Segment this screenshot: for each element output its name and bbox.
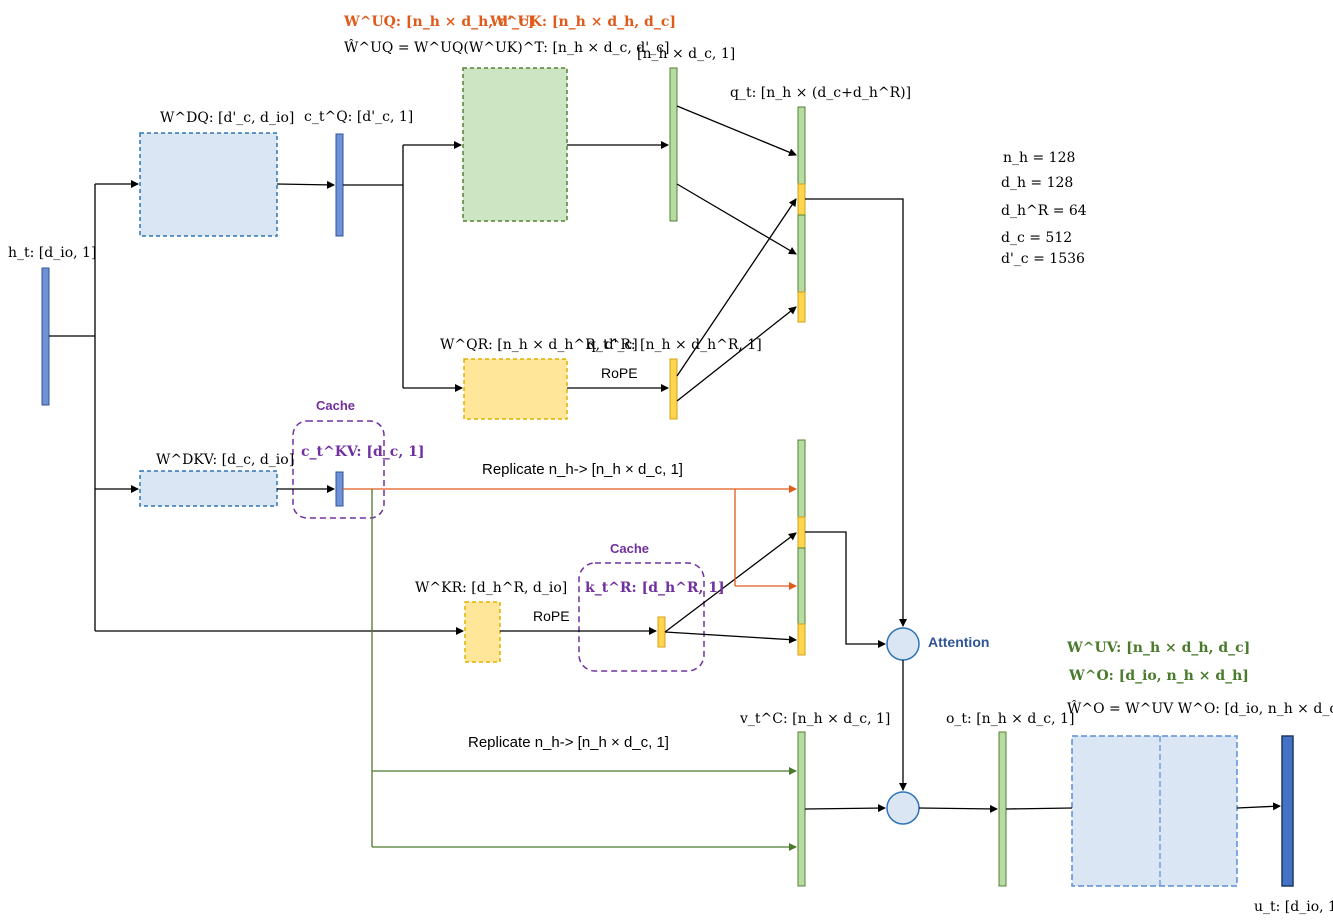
ctkv-label: c_t^KV: [d_c, 1] (301, 444, 424, 460)
wdkv-label: W^DKV: [d_c, d_io] (156, 452, 294, 468)
ktr-vector (657, 616, 666, 648)
black-connectors (49, 105, 1281, 813)
wdq-matrix (139, 132, 278, 237)
attention-label: Attention (928, 634, 989, 650)
wuq-formula: W^UQ: [n_h × d_h, d'_c] (343, 14, 534, 30)
wqr-label: W^QR: [n_h × d_h^R, d'_c] (440, 337, 638, 353)
ut-label: u_t: [d_io, 1] (1254, 899, 1333, 915)
wuk-formula: W^UK: [n_h × d_h, d_c] (489, 14, 676, 30)
cache-kr-title: Cache (610, 541, 649, 556)
replicate-v-label: Replicate n_h-> [n_h × d_c, 1] (468, 734, 669, 751)
nh-dc-label: [n_h × d_c, 1] (637, 46, 735, 62)
replicate-k-label: Replicate n_h-> [n_h × d_c, 1] (482, 461, 683, 478)
ctq-vector (335, 133, 344, 237)
wkr-label: W^KR: [d_h^R, d_io] (415, 580, 567, 596)
wo-label: W^O: [d_io, n_h × d_h] (1068, 668, 1249, 684)
cache-kr-box (578, 562, 705, 672)
param-dcp: d'_c = 1536 (1001, 251, 1085, 267)
ctkv-vector (335, 471, 344, 507)
qtr-label: q_t^R: [n_h × d_h^R, 1] (587, 337, 762, 353)
wuv-label: W^UV: [n_h × d_h, d_c] (1066, 640, 1250, 656)
qt-green-1 (797, 106, 806, 185)
param-dhr: d_h^R = 64 (1001, 203, 1087, 219)
ktr-label: k_t^R: [d_h^R, 1] (585, 580, 725, 596)
output-node (886, 791, 920, 825)
ut-vector (1281, 735, 1294, 887)
wdkv-matrix (139, 470, 278, 507)
wuq-hat-formula: Ŵ^UQ = W^UQ(W^UK)^T: [n_h × d_c, d'_c] (344, 38, 669, 56)
wdq-label: W^DQ: [d'_c, d_io] (160, 110, 294, 126)
ht-label: h_t: [d_io, 1] (8, 245, 96, 261)
cache-kv-title: Cache (316, 398, 355, 413)
rope-k-label: RoPE (533, 608, 570, 624)
green-connectors (371, 489, 797, 851)
wqr-matrix (463, 358, 568, 420)
ot-label: o_t: [n_h × d_c, 1] (946, 711, 1074, 727)
param-nh: n_h = 128 (1003, 150, 1075, 166)
wo-hat-label: Ŵ^O = W^UV W^O: [d_io, n_h × d_c] (1067, 699, 1333, 717)
vtc-label: v_t^C: [n_h × d_c, 1] (739, 711, 890, 727)
param-dh: d_h = 128 (1001, 175, 1073, 191)
ot-vector (998, 731, 1007, 887)
qt-yellow-2 (797, 291, 806, 323)
attention-node (886, 627, 920, 661)
ctq-label: c_t^Q: [d'_c, 1] (304, 109, 413, 125)
qt-green-2 (797, 214, 806, 293)
vtc-vector (797, 731, 806, 887)
qt-yellow-1 (797, 183, 806, 216)
rope-q-label: RoPE (601, 365, 638, 381)
ht-vector (41, 267, 50, 406)
qc-vector (669, 67, 678, 222)
qt-label: q_t: [n_h × (d_c+d_h^R)] (730, 85, 911, 101)
wo-hat-matrix (1071, 735, 1238, 887)
wuq-hat-matrix (462, 67, 568, 222)
kt-green-2 (797, 547, 806, 625)
kt-yellow-2 (797, 623, 806, 656)
kt-yellow-1 (797, 516, 806, 549)
orange-connectors (343, 485, 797, 590)
kt-green-1 (797, 439, 806, 518)
param-dc: d_c = 512 (1001, 230, 1072, 246)
wkr-matrix (464, 601, 501, 663)
qtr-vector (669, 358, 678, 420)
cache-kv-box (292, 420, 385, 519)
